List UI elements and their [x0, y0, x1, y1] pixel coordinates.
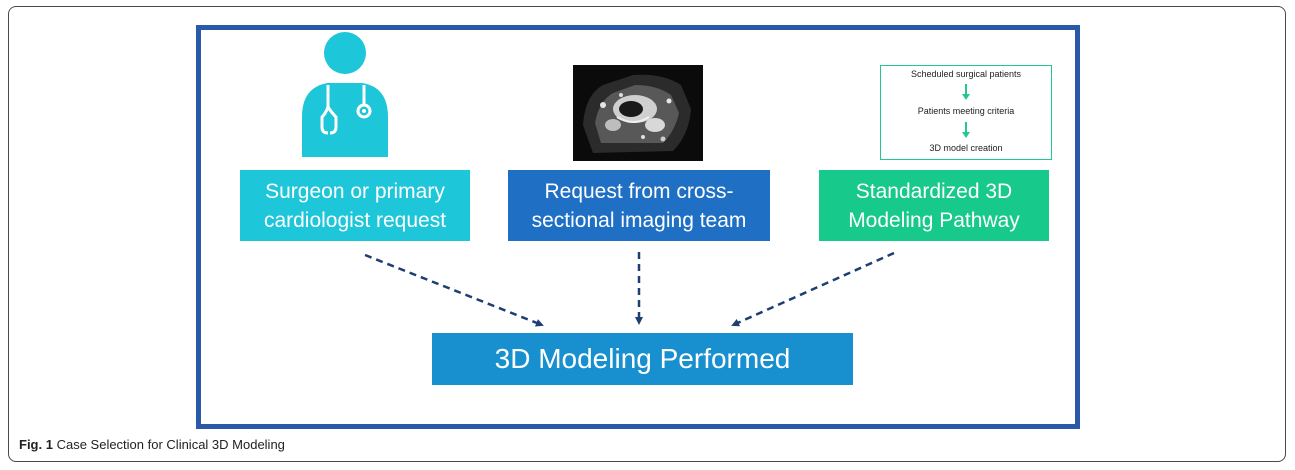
pathway-step-scheduled: Scheduled surgical patients: [910, 69, 1022, 79]
pathway-arrow-down-icon: [962, 84, 970, 100]
surgeon-request-line-1: Surgeon or primary: [265, 179, 445, 203]
pathway-step-model-creation: 3D model creation: [929, 143, 1003, 153]
figure-caption-text: Case Selection for Clinical 3D Modeling: [56, 437, 285, 452]
imaging-team-request-line-2: sectional imaging team: [531, 208, 747, 232]
figure-caption-label: Fig. 1: [19, 437, 53, 452]
figure-caption: Fig. 1 Case Selection for Clinical 3D Mo…: [19, 437, 285, 452]
modeling-pathway-line-1: Standardized 3D: [855, 179, 1013, 203]
surgeon-request-box: Surgeon or primary cardiologist request: [240, 170, 470, 241]
modeling-performed-box: 3D Modeling Performed: [432, 333, 853, 385]
cardiac-mri-image: [573, 65, 703, 161]
doctor-icon: [302, 31, 388, 157]
imaging-team-request-line-1: Request from cross-: [544, 179, 734, 203]
modeling-performed-label: 3D Modeling Performed: [494, 343, 791, 374]
modeling-pathway-line-2: Modeling Pathway: [848, 208, 1020, 232]
pathway-flowchart: Scheduled surgical patients Patients mee…: [880, 65, 1052, 160]
figure-frame: [8, 6, 1286, 462]
modeling-pathway-box: Standardized 3D Modeling Pathway: [819, 170, 1049, 241]
pathway-step-criteria: Patients meeting criteria: [917, 106, 1015, 116]
surgeon-request-line-2: cardiologist request: [263, 208, 447, 232]
imaging-team-request-box: Request from cross- sectional imaging te…: [508, 170, 770, 241]
pathway-arrow-down-icon: [962, 122, 970, 138]
diagram-frame: [196, 25, 1080, 429]
